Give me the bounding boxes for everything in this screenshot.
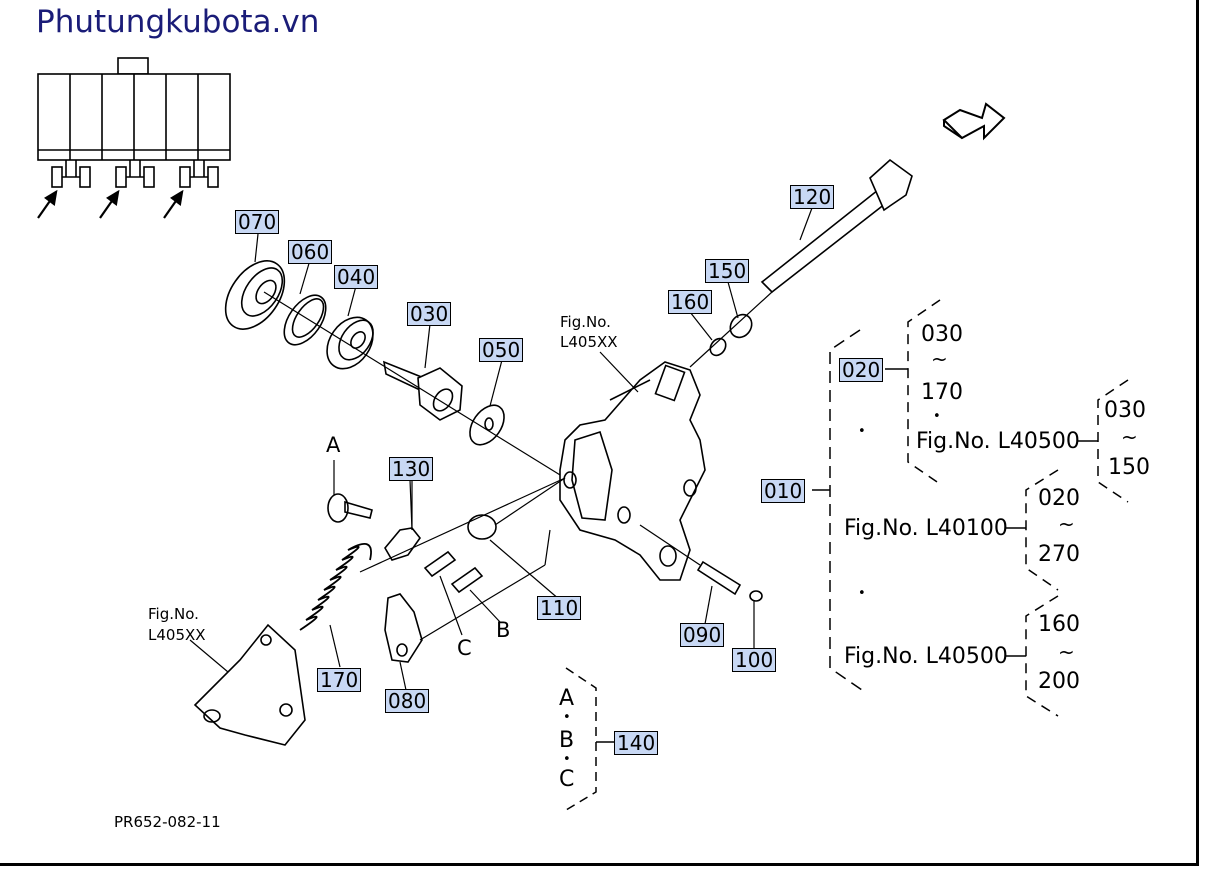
part-150-joint (729, 313, 753, 339)
tree-sub-to: 150 (1108, 455, 1150, 480)
tree-mid-from: 020 (1038, 486, 1080, 511)
fig-ref-top-line2: L405XX (560, 333, 618, 351)
tree-020-fig: Fig.No. L40500 (916, 429, 1080, 454)
part-label-030[interactable]: 030 (407, 302, 452, 326)
part-label-170[interactable]: 170 (317, 668, 362, 692)
part-040-bearing (326, 316, 374, 370)
legend-140-b: B (559, 728, 575, 753)
links-b-c (423, 550, 501, 636)
part-label-070[interactable]: 070 (235, 210, 280, 234)
fig-ref-left-line2: L405XX (148, 626, 206, 644)
part-110-plug (467, 477, 566, 540)
part-060-ring (283, 294, 327, 346)
part-label-110[interactable]: 110 (537, 596, 582, 620)
tree-low-from: 160 (1038, 612, 1080, 637)
part-label-010[interactable]: 010 (761, 479, 806, 503)
bolt-a (327, 460, 373, 523)
tree-020-dot: • (933, 409, 941, 424)
callout-b: B (496, 618, 511, 642)
tree-low-tilde: ~ (1058, 640, 1075, 664)
callout-c: C (457, 636, 472, 660)
part-120-rod (689, 158, 913, 368)
part-160-nut (709, 337, 727, 357)
governor-housing (559, 361, 706, 581)
tree-mid-tilde: ~ (1058, 512, 1075, 536)
part-label-020[interactable]: 020 (839, 358, 884, 382)
callout-a: A (326, 433, 341, 457)
part-030-shaft (382, 360, 463, 421)
bracket-020-270 (1025, 469, 1059, 591)
direction-arrow-icon (942, 102, 1006, 141)
fig-ref-left-line1: Fig.No. (148, 605, 199, 623)
part-090-pin (639, 524, 742, 596)
part-label-080[interactable]: 080 (385, 689, 430, 713)
tree-010-dot2: • (858, 586, 866, 601)
drawing-code: PR652-082-11 (114, 813, 221, 831)
part-label-140[interactable]: 140 (614, 731, 659, 755)
part-050-washer (469, 404, 505, 446)
part-100-clip (749, 590, 763, 602)
part-label-150[interactable]: 150 (705, 259, 750, 283)
part-130-lever (384, 479, 422, 561)
tree-020-from: 030 (921, 322, 963, 347)
legend-140-a: A (559, 686, 575, 711)
part-label-060[interactable]: 060 (288, 240, 333, 264)
tree-low-to: 200 (1038, 669, 1080, 694)
engine-overview-icon (37, 57, 231, 219)
part-label-130[interactable]: 130 (389, 457, 434, 481)
tree-010-dot1: • (858, 424, 866, 439)
part-label-120[interactable]: 120 (790, 185, 835, 209)
bracket-010 (829, 329, 863, 691)
bracket-020 (907, 299, 941, 485)
tree-020-tilde: ~ (931, 347, 948, 371)
site-title[interactable]: Phutungkubota.vn (36, 4, 320, 40)
part-070-seal (224, 260, 286, 330)
bracket-140 (565, 667, 597, 811)
tree-sub-tilde: ~ (1121, 425, 1138, 449)
part-label-050[interactable]: 050 (479, 338, 524, 362)
part-label-090[interactable]: 090 (680, 623, 725, 647)
tree-010-fig-low: Fig.No. L40500 (844, 644, 1008, 669)
legend-140-c: C (559, 767, 575, 792)
housing-bottom-left (193, 623, 306, 746)
tree-020-to: 170 (921, 380, 963, 405)
legend-140-dot2: • (563, 752, 571, 767)
part-label-160[interactable]: 160 (668, 290, 713, 314)
tree-mid-to: 270 (1038, 542, 1080, 567)
part-170-spring (299, 543, 372, 631)
legend-140-dot1: • (563, 710, 571, 725)
part-080-lever (384, 593, 423, 663)
tree-sub-from: 030 (1104, 398, 1146, 423)
fig-ref-top-line1: Fig.No. (560, 313, 611, 331)
part-label-100[interactable]: 100 (732, 648, 777, 672)
part-label-040[interactable]: 040 (334, 265, 379, 289)
tree-010-fig-mid: Fig.No. L40100 (844, 516, 1008, 541)
